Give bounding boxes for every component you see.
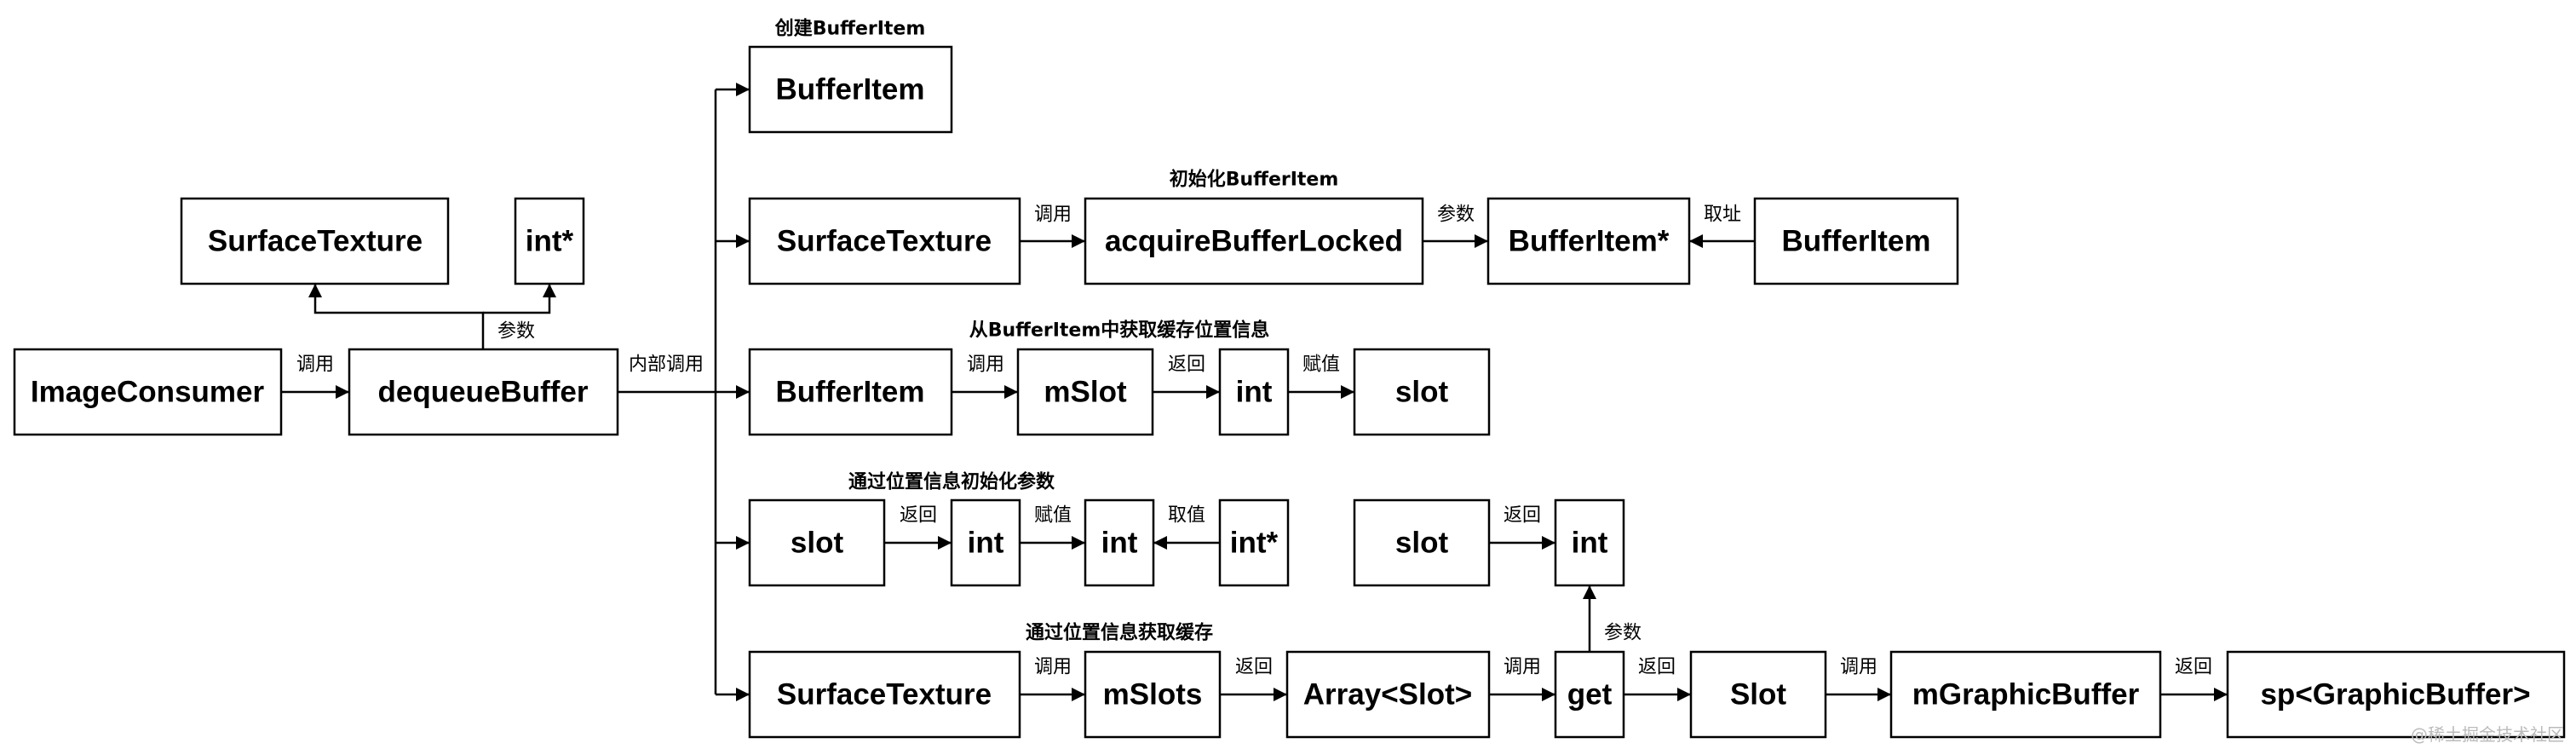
node-int-2[interactable]: int xyxy=(1218,348,1290,436)
node-int-ptr-3[interactable]: int* xyxy=(1218,498,1290,587)
node-label: BufferItem xyxy=(775,73,924,107)
node-label: slot xyxy=(1395,527,1449,560)
node-surface-texture-1[interactable]: SurfaceTexture xyxy=(748,197,1021,285)
node-mslot[interactable]: mSlot xyxy=(1016,348,1154,436)
edge-label-return: 返回 xyxy=(1235,657,1273,678)
edge-label-param: 参数 xyxy=(1437,205,1475,226)
nodes: ImageConsumer dequeueBuffer SurfaceTextu… xyxy=(13,45,2566,739)
edge-dequeue-to-surface-top xyxy=(308,284,485,349)
node-mslots[interactable]: mSlots xyxy=(1084,650,1222,739)
node-label: get xyxy=(1567,678,1613,712)
node-label: mSlot xyxy=(1044,376,1127,409)
group-label-get-slot-info: 从BufferItem中获取缓存位置信息 xyxy=(969,320,1270,342)
node-label: ImageConsumer xyxy=(31,376,265,409)
node-int-ptr-top[interactable]: int* xyxy=(514,197,585,285)
node-slot-3b[interactable]: slot xyxy=(1353,498,1491,587)
node-label: mGraphicBuffer xyxy=(1912,678,2140,712)
edge-dequeue-to-int-ptr-top xyxy=(483,284,556,314)
group-label-get-cache-by-slot: 通过位置信息获取缓存 xyxy=(1026,622,1213,644)
node-label: sp<GraphicBuffer> xyxy=(2260,678,2530,712)
node-slot-3[interactable]: slot xyxy=(748,498,886,587)
node-label: acquireBufferLocked xyxy=(1105,225,1403,258)
edge-labels: 调用 参数 内部调用 调用 参数 取址 调用 返回 赋值 返回 赋值 取值 返回… xyxy=(296,205,2212,678)
node-int-3b[interactable]: int xyxy=(1084,498,1155,587)
edge-label-call: 调用 xyxy=(1034,657,1072,678)
group-label-init-params-by-slot: 通过位置信息初始化参数 xyxy=(848,471,1055,493)
node-label: int xyxy=(1236,376,1273,409)
node-label: Array<Slot> xyxy=(1303,678,1472,712)
node-label: mSlots xyxy=(1103,678,1203,712)
node-slot-2[interactable]: slot xyxy=(1353,348,1491,436)
node-label: SurfaceTexture xyxy=(777,225,992,258)
node-array-slot[interactable]: Array<Slot> xyxy=(1285,650,1491,739)
node-int-3c[interactable]: int xyxy=(1554,498,1625,587)
edge-label-param: 参数 xyxy=(497,321,535,343)
edge-label-call: 调用 xyxy=(967,354,1004,376)
watermark: @稀土掘金技术社区 xyxy=(2411,724,2564,745)
edge-label-fetch-addr: 取址 xyxy=(1704,205,1741,226)
edge-label-call: 调用 xyxy=(1504,657,1541,678)
node-surface-texture-4[interactable]: SurfaceTexture xyxy=(748,650,1021,739)
edge-label-return: 返回 xyxy=(1638,657,1676,678)
node-dequeue-buffer[interactable]: dequeueBuffer xyxy=(348,348,619,436)
node-buffer-item-src[interactable]: BufferItem xyxy=(1753,197,1959,285)
node-label: int* xyxy=(526,225,574,258)
node-label: SurfaceTexture xyxy=(777,678,992,712)
node-label: int xyxy=(968,527,1004,560)
node-sp-graphic-buffer[interactable]: sp<GraphicBuffer> xyxy=(2226,650,2566,739)
group-labels: 创建BufferItem 初始化BufferItem 从BufferItem中获… xyxy=(774,19,1339,644)
group-label-init-buffer-item: 初始化BufferItem xyxy=(1170,169,1339,191)
edge-label-return: 返回 xyxy=(1168,354,1205,376)
edge-label-call: 调用 xyxy=(296,354,334,376)
edge-label-fetch-value: 取值 xyxy=(1168,505,1205,527)
node-label: Slot xyxy=(1730,678,1786,712)
edge-label-return: 返回 xyxy=(900,505,937,527)
node-label: slot xyxy=(1395,376,1449,409)
edge-label-assign: 赋值 xyxy=(1034,505,1072,527)
node-label: BufferItem xyxy=(775,376,924,409)
node-mgraphic-buffer[interactable]: mGraphicBuffer xyxy=(1889,650,2162,739)
node-label: BufferItem xyxy=(1781,225,1930,258)
node-label: int* xyxy=(1230,527,1279,560)
node-image-consumer[interactable]: ImageConsumer xyxy=(13,348,283,436)
edge-label-param: 参数 xyxy=(1604,623,1642,644)
node-surface-texture-top[interactable]: SurfaceTexture xyxy=(180,197,450,285)
node-int-3a[interactable]: int xyxy=(950,498,1021,587)
node-label: int xyxy=(1101,527,1138,560)
group-label-create-buffer-item: 创建BufferItem xyxy=(774,19,926,40)
edge-label-call: 调用 xyxy=(1840,657,1877,678)
node-buffer-item-ptr[interactable]: BufferItem* xyxy=(1486,197,1691,285)
node-label: SurfaceTexture xyxy=(208,225,423,258)
edge-label-internal-call: 内部调用 xyxy=(629,354,704,376)
edge-label-call: 调用 xyxy=(1034,205,1072,226)
node-buffer-item-create[interactable]: BufferItem xyxy=(748,45,953,134)
edge-label-return: 返回 xyxy=(1504,505,1541,527)
edge-label-assign: 赋值 xyxy=(1302,354,1340,376)
node-label: int xyxy=(1572,527,1608,560)
edge-label-return: 返回 xyxy=(2175,657,2212,678)
edges xyxy=(281,83,2228,701)
node-label: BufferItem* xyxy=(1509,225,1670,258)
node-get[interactable]: get xyxy=(1554,650,1625,739)
node-label: slot xyxy=(791,527,844,560)
node-label: dequeueBuffer xyxy=(378,376,589,409)
node-buffer-item-2[interactable]: BufferItem xyxy=(748,348,953,436)
node-slot-cap[interactable]: Slot xyxy=(1689,650,1827,739)
node-acquire-buffer-locked[interactable]: acquireBufferLocked xyxy=(1084,197,1424,285)
